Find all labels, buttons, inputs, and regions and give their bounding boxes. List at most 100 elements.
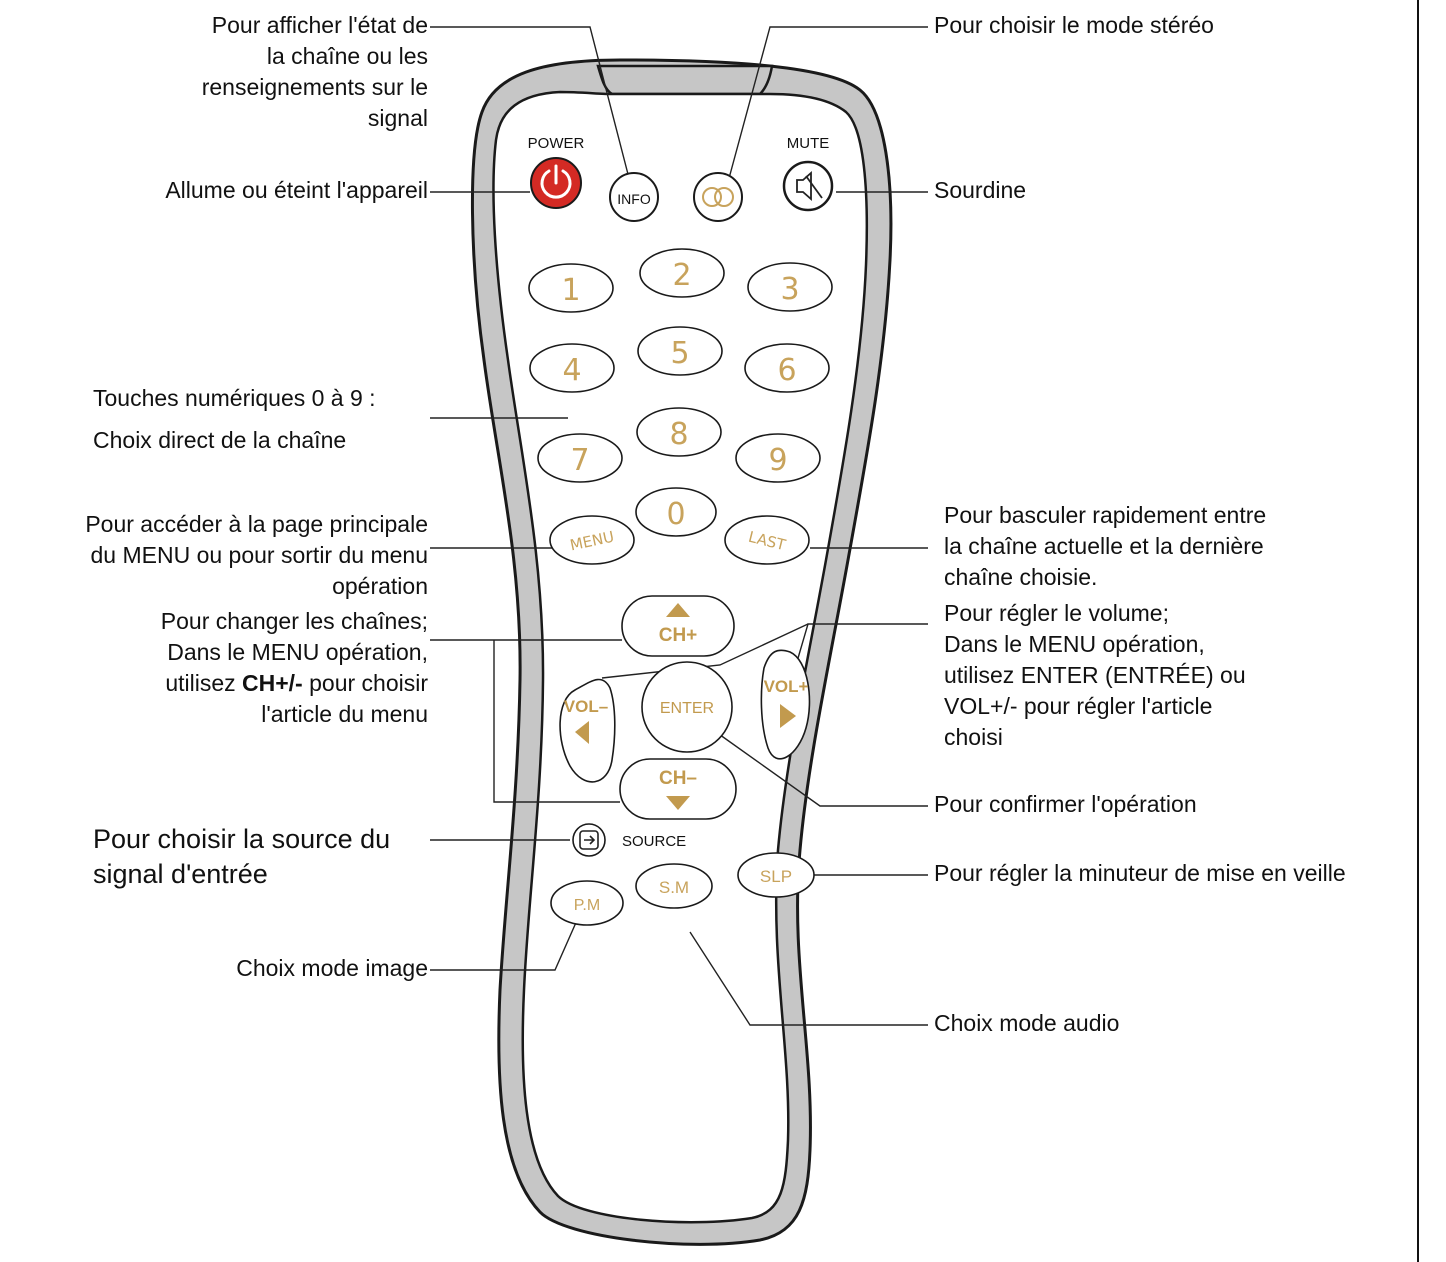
arrow-down-icon (666, 796, 690, 810)
info-button[interactable]: INFO (609, 172, 659, 222)
svg-text:9: 9 (768, 443, 787, 478)
leader-info (430, 26, 631, 183)
svg-text:3: 3 (780, 272, 799, 307)
leader-picture-mode (430, 917, 579, 971)
callout-channel: Pour changer les chaînes; Dans le MENU o… (161, 606, 428, 730)
remote-top-notch (596, 64, 774, 96)
svg-text:6: 6 (777, 353, 796, 388)
callout-sleep: Pour régler la minuteur de mise en veill… (934, 860, 1346, 886)
callout-menu: Pour accéder à la page principale du MEN… (85, 509, 428, 602)
svg-text:4: 4 (562, 353, 581, 388)
slp-button[interactable]: SLP (737, 852, 815, 898)
callout-channel-suffix: pour choisir (302, 670, 428, 696)
callout-sound-mode: Choix mode audio (934, 1010, 1120, 1036)
source-button[interactable] (572, 823, 606, 857)
callout-channel-line: Pour changer les chaînes; (160, 608, 428, 634)
mute-button[interactable] (782, 160, 834, 212)
callout-channel-line: utilisez CH+/- pour choisir (161, 668, 428, 699)
stereo-button[interactable] (693, 172, 743, 222)
callout-volume-line: Pour régler le volume; (944, 600, 1169, 626)
callout-last-line: chaîne choisie. (944, 564, 1098, 590)
vol-down-button[interactable]: VOL– (559, 678, 616, 783)
callout-last: Pour basculer rapidement entre la chaîne… (944, 500, 1266, 593)
callout-volume-line: utilisez ENTER (ENTRÉE) ou (944, 662, 1246, 688)
svg-text:7: 7 (570, 443, 589, 478)
svg-text:P.M: P.M (574, 897, 600, 914)
callout-last-line: Pour basculer rapidement entre (944, 502, 1267, 528)
power-button[interactable] (530, 157, 582, 209)
menu-button[interactable]: MENU (549, 515, 635, 565)
last-button[interactable]: LAST (724, 515, 810, 565)
svg-text:SLP: SLP (760, 867, 792, 886)
callout-mute: Sourdine (934, 177, 1027, 203)
navigation-cluster: CH+ VOL– ENTER VOL+ CH– (559, 595, 811, 820)
vol-up-button[interactable]: VOL+ (760, 649, 811, 760)
digit-button-2[interactable]: 2 (639, 248, 725, 298)
pm-button[interactable]: P.M (550, 880, 624, 926)
digit-button-3[interactable]: 3 (747, 262, 833, 312)
callout-channel-prefix: utilisez (165, 670, 243, 696)
callout-info-line: la chaîne ou les (266, 43, 428, 69)
svg-text:S.M: S.M (659, 878, 689, 897)
mute-icon (796, 171, 812, 201)
callout-digits: Touches numériques 0 à 9 : Choix direct … (93, 377, 376, 461)
callout-volume: Pour régler le volume; Dans le MENU opér… (944, 598, 1246, 753)
callout-info: Pour afficher l'état de la chaîne ou les… (202, 10, 428, 134)
ch-down-button[interactable]: CH– (619, 758, 737, 820)
leader-sound-mode (689, 931, 928, 1026)
digit-button-7[interactable]: 7 (537, 433, 623, 483)
callout-source: Pour choisir la source du signal d'entré… (93, 822, 390, 892)
leader-channel-down (493, 640, 620, 803)
source-icon (579, 830, 599, 850)
source-caption: SOURCE (622, 833, 686, 850)
callout-info-line: renseignements sur le (201, 74, 428, 100)
callout-channel-bold: CH+/- (242, 670, 303, 696)
digit-button-5[interactable]: 5 (637, 326, 723, 376)
callout-source-line: Pour choisir la source du (93, 824, 391, 854)
callout-menu-line: du MENU ou pour sortir du menu (90, 542, 429, 568)
sm-button[interactable]: S.M (635, 863, 713, 909)
mute-caption: MUTE (787, 135, 830, 152)
digit-buttons: 1 2 3 4 5 6 7 8 9 0 MENU LAST (528, 248, 833, 565)
svg-text:VOL+: VOL+ (764, 677, 809, 696)
svg-text:1: 1 (561, 273, 580, 308)
callout-channel-line: Dans le MENU opération, (167, 639, 428, 665)
leader-stereo (727, 26, 928, 183)
callout-menu-line: Pour accéder à la page principale (85, 511, 428, 537)
digit-button-4[interactable]: 4 (529, 343, 615, 393)
digit-button-8[interactable]: 8 (636, 407, 722, 457)
leader-volume-2 (601, 623, 809, 679)
info-button-label: INFO (617, 191, 651, 207)
callout-info-line: Pour afficher l'état de (211, 12, 428, 38)
callout-digits-line: Choix direct de la chaîne (93, 427, 347, 453)
callout-stereo: Pour choisir le mode stéréo (934, 12, 1214, 38)
callout-power: Allume ou éteint l'appareil (165, 177, 428, 203)
digit-button-1[interactable]: 1 (528, 263, 614, 313)
callout-menu-line: opération (332, 573, 428, 599)
arrow-up-icon (666, 603, 690, 617)
callout-volume-line: VOL+/- pour régler l'article (944, 693, 1213, 719)
callout-source-line: signal d'entrée (93, 859, 268, 889)
callout-digits-line: Touches numériques 0 à 9 : (93, 385, 376, 411)
digit-button-6[interactable]: 6 (744, 343, 830, 393)
svg-text:0: 0 (666, 497, 685, 532)
svg-text:CH–: CH– (659, 768, 697, 789)
leader-lines (430, 26, 928, 1026)
top-buttons: POWER INFO MUTE (528, 135, 834, 222)
svg-text:8: 8 (669, 417, 688, 452)
callout-last-line: la chaîne actuelle et la dernière (944, 533, 1264, 559)
digit-button-9[interactable]: 9 (735, 433, 821, 483)
power-icon (540, 169, 572, 199)
callout-volume-line: Dans le MENU opération, (944, 631, 1205, 657)
digit-button-0[interactable]: 0 (635, 487, 717, 537)
svg-text:CH+: CH+ (659, 625, 698, 646)
arrow-right-icon (780, 704, 796, 728)
enter-button[interactable]: ENTER (641, 661, 733, 753)
lower-buttons: SOURCE SLP S.M P.M (550, 823, 815, 926)
callout-info-line: signal (367, 105, 428, 131)
ch-up-button[interactable]: CH+ (621, 595, 735, 657)
stereo-icon (702, 187, 722, 207)
svg-text:5: 5 (670, 336, 689, 371)
svg-text:2: 2 (672, 258, 691, 293)
